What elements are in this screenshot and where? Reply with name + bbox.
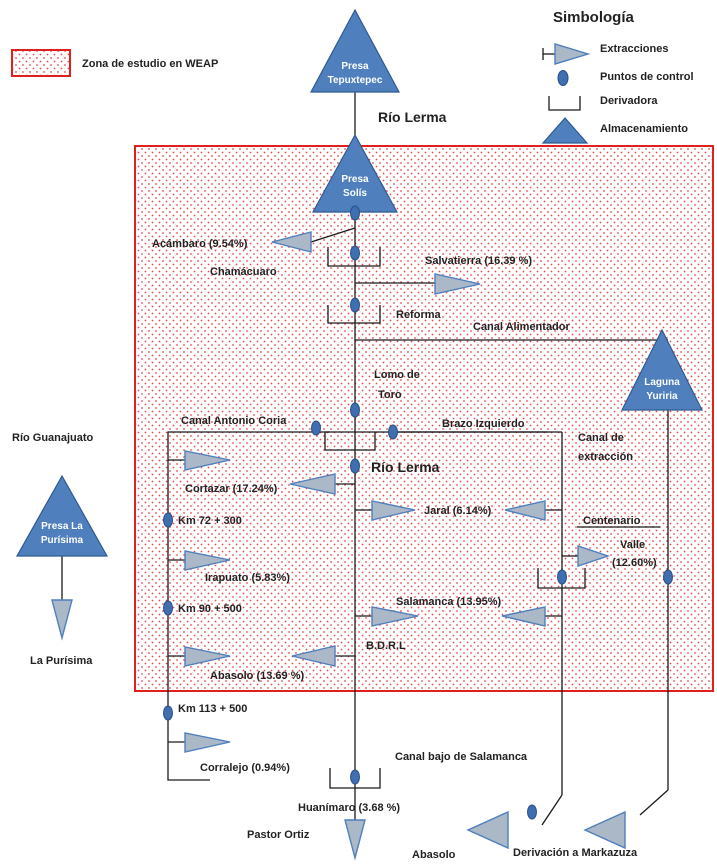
legend-storage-icon [541, 117, 589, 144]
extraction-jaral-out [504, 500, 546, 521]
legend-diversion-icon [548, 96, 581, 111]
control-point-km72 [163, 512, 173, 528]
label-valle-1: Valle [620, 539, 645, 551]
extraction-la-purisima [51, 599, 73, 641]
reservoir-tepuxtepec-line2: Tepuxtepec [328, 75, 383, 86]
reservoir-la-purisima [15, 474, 109, 557]
extraction-left-abasolo [184, 646, 231, 667]
label-rio-lerma-mid: Río Lerma [371, 459, 440, 475]
control-point-huanimaro [350, 769, 360, 785]
legend-extraction-label: Extracciones [600, 43, 668, 55]
legend-extraction-icon [542, 43, 591, 65]
label-lomo-toro-2: Toro [378, 389, 402, 401]
reservoir-tepuxtepec [309, 8, 401, 93]
extraction-pastor-ortiz [344, 819, 366, 861]
extraction-irapuato [184, 550, 231, 571]
legend-title: Simbología [553, 9, 634, 26]
legend-diversion-label: Derivadora [600, 95, 658, 107]
label-chamacuaro: Chamácuaro [210, 266, 277, 278]
diversion-reforma [327, 305, 381, 324]
reservoir-solis-line2: Solís [343, 188, 367, 199]
label-pastor-ortiz: Pastor Ortiz [247, 829, 310, 841]
extraction-salamanca-in [371, 606, 419, 627]
label-abasolo-pct: Abasolo (13.69 %) [210, 670, 304, 682]
control-point-km90 [163, 600, 173, 616]
extraction-valle [577, 545, 611, 567]
label-salvatierra: Salvatierra (16.39 %) [425, 255, 532, 267]
label-canal-extraccion-1: Canal de [578, 432, 624, 444]
label-abasolo: Abasolo [412, 849, 456, 861]
control-point-rio-lerma [350, 458, 360, 474]
label-km72: Km 72 + 300 [178, 515, 242, 527]
label-lomo-toro-1: Lomo de [374, 369, 420, 381]
label-jaral: Jaral (6.14%) [424, 505, 492, 517]
legend-storage-label: Almacenamiento [600, 123, 688, 135]
diversion-chamacuaro [327, 247, 381, 267]
label-valle-2: (12.60%) [612, 557, 657, 569]
legend-control-point-icon [557, 70, 569, 86]
extraction-abasolo-pct [291, 645, 336, 667]
control-point-chamacuaro [350, 245, 360, 261]
label-km90: Km 90 + 500 [178, 603, 242, 615]
extraction-markazuza [583, 810, 626, 850]
reservoir-solis-line1: Presa [341, 174, 369, 185]
label-rio-lerma-top: Río Lerma [378, 109, 447, 125]
label-canal-antonio-coria: Canal Antonio Coria [181, 415, 287, 427]
extraction-corralejo [184, 732, 231, 753]
reservoir-tepuxtepec-line1: Presa [341, 61, 369, 72]
label-corralejo: Corralejo (0.94%) [200, 762, 290, 774]
control-point-yuriria-out [663, 569, 673, 585]
legend-zone-swatch [11, 49, 71, 77]
control-point-abasolo [527, 804, 537, 820]
control-point-antonio-coria [311, 420, 321, 436]
label-canal-extraccion-2: extracción [578, 451, 633, 463]
label-acambaro: Acámbaro (9.54%) [152, 238, 248, 250]
study-zone [134, 145, 714, 692]
label-canal-bajo-salamanca: Canal bajo de Salamanca [395, 751, 528, 763]
reservoir-la-purisima-line2: Purísima [41, 535, 84, 546]
legend-control-point-label: Puntos de control [600, 71, 694, 83]
label-salamanca: Salamanca (13.95%) [396, 596, 502, 608]
label-markazuza: Derivación a Markazuza [513, 847, 638, 859]
control-point-km113 [163, 705, 173, 721]
label-rio-guanajuato: Río Guanajuato [12, 432, 94, 444]
reservoir-la-purisima-line1: Presa La [41, 521, 83, 532]
extraction-salamanca-out [501, 606, 546, 627]
control-point-lomo-toro [350, 402, 360, 418]
extraction-acambaro [271, 231, 312, 253]
label-bdrl: B.D.R.L [366, 640, 406, 652]
extraction-abasolo [466, 810, 509, 850]
label-cortazar: Cortazar (17.24%) [185, 483, 278, 495]
extraction-salvatierra [434, 273, 481, 295]
label-la-purisima: La Purísima [30, 655, 93, 667]
diversion-valle [537, 568, 586, 589]
label-canal-alimentador: Canal Alimentador [473, 321, 570, 333]
label-brazo-izquierdo: Brazo Izquierdo [442, 418, 525, 430]
label-huanimaro: Huanímaro (3.68 %) [298, 802, 400, 814]
reservoir-yuriria-line2: Yuriria [646, 391, 678, 402]
control-point-brazo-izquierdo [388, 424, 398, 440]
control-point-valle [557, 569, 567, 585]
reservoir-yuriria-line1: Laguna [644, 377, 680, 388]
label-km113: Km 113 + 500 [178, 703, 247, 715]
label-reforma: Reforma [396, 309, 442, 321]
legend-zone-label: Zona de estudio en WEAP [82, 58, 218, 70]
label-irapuato: Irapuato (5.83%) [205, 572, 290, 584]
extraction-left-1 [184, 450, 231, 471]
label-centenario: Centenario [583, 515, 641, 527]
extraction-cortazar [289, 473, 336, 495]
reservoir-yuriria [621, 328, 703, 411]
extraction-jaral-in [371, 500, 416, 521]
diversion-huanimaro [329, 768, 381, 789]
control-point-reforma [350, 297, 360, 313]
control-point-solis [350, 205, 360, 221]
